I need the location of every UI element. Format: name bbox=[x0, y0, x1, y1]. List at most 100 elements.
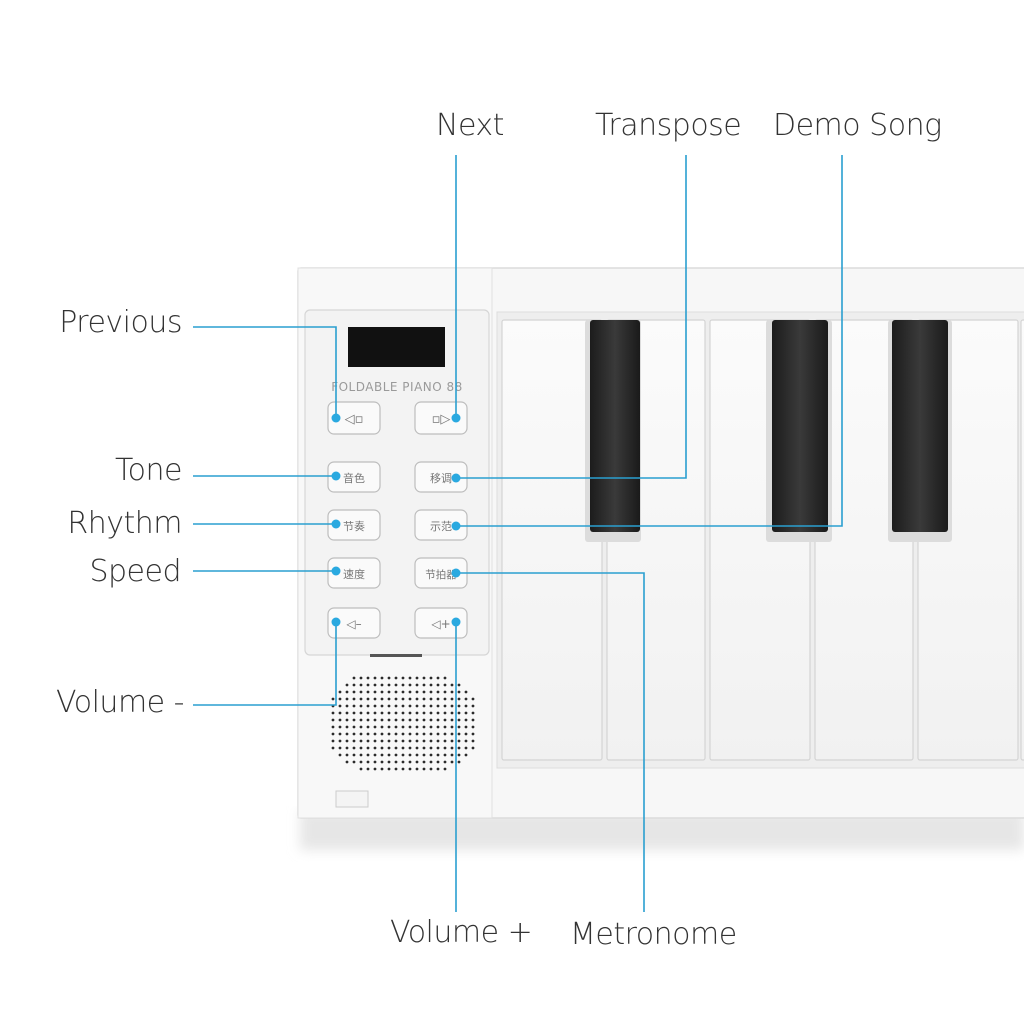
speaker-hole bbox=[331, 725, 335, 729]
callout-metronome bbox=[456, 572, 645, 912]
speaker-hole bbox=[338, 718, 342, 722]
speaker-hole bbox=[429, 704, 433, 708]
speaker-hole bbox=[429, 683, 433, 687]
speaker-hole bbox=[436, 746, 440, 750]
callout-dots bbox=[331, 413, 461, 627]
speaker-hole bbox=[443, 732, 447, 736]
speaker-hole bbox=[338, 725, 342, 729]
speaker-hole bbox=[373, 676, 377, 680]
dot-previous bbox=[331, 413, 341, 423]
speaker-hole bbox=[373, 711, 377, 715]
button-speed[interactable]: 速度 bbox=[327, 557, 381, 589]
speaker-hole bbox=[429, 711, 433, 715]
speaker-hole bbox=[380, 767, 384, 771]
speaker-hole bbox=[373, 767, 377, 771]
speaker-hole bbox=[408, 753, 412, 757]
metronome-button-text: 节拍器 bbox=[425, 568, 457, 581]
volume-minus-icon: ◁– bbox=[345, 617, 361, 631]
speaker-hole bbox=[450, 697, 454, 701]
speaker-hole bbox=[331, 718, 335, 722]
speaker-hole bbox=[394, 683, 398, 687]
black-key[interactable] bbox=[892, 320, 948, 532]
previous-icon: ◁▫ bbox=[345, 412, 364, 427]
speaker-hole bbox=[429, 676, 433, 680]
button-metronome[interactable]: 节拍器 bbox=[414, 557, 468, 589]
speaker-hole bbox=[331, 739, 335, 743]
button-tone[interactable]: 音色 bbox=[327, 461, 381, 493]
speaker-hole bbox=[401, 718, 405, 722]
speaker-hole bbox=[394, 676, 398, 680]
button-demo[interactable]: 示范 bbox=[414, 509, 468, 541]
speaker-hole bbox=[345, 732, 349, 736]
button-next[interactable]: ▫▷ bbox=[414, 401, 468, 435]
button-previous[interactable]: ◁▫ bbox=[327, 401, 381, 435]
speaker-hole bbox=[401, 697, 405, 701]
speaker-hole bbox=[359, 683, 363, 687]
speaker-hole bbox=[436, 697, 440, 701]
speaker-hole bbox=[387, 697, 391, 701]
speaker-hole bbox=[415, 711, 419, 715]
white-key[interactable] bbox=[1020, 319, 1024, 761]
speaker-hole bbox=[331, 746, 335, 750]
speaker-hole bbox=[373, 760, 377, 764]
speaker-hole bbox=[359, 725, 363, 729]
speaker-hole bbox=[387, 676, 391, 680]
speaker-hole bbox=[464, 704, 468, 708]
speaker-hole bbox=[450, 690, 454, 694]
speaker-hole bbox=[331, 711, 335, 715]
speaker-hole bbox=[471, 746, 475, 750]
speaker-hole bbox=[422, 767, 426, 771]
button-volume-plus[interactable]: ◁+ bbox=[414, 607, 468, 639]
speaker-hole bbox=[436, 683, 440, 687]
speaker-hole bbox=[422, 725, 426, 729]
button-volume-minus[interactable]: ◁– bbox=[327, 607, 381, 639]
speaker-hole bbox=[359, 704, 363, 708]
speaker-hole bbox=[415, 718, 419, 722]
speaker-grille bbox=[331, 676, 475, 771]
speaker-hole bbox=[457, 711, 461, 715]
speaker-hole bbox=[338, 753, 342, 757]
speaker-hole bbox=[394, 760, 398, 764]
speaker-hole bbox=[464, 746, 468, 750]
button-rhythm[interactable]: 节奏 bbox=[327, 509, 381, 541]
speaker-hole bbox=[471, 718, 475, 722]
speaker-hole bbox=[394, 718, 398, 722]
speaker-hole bbox=[394, 746, 398, 750]
button-transpose[interactable]: 移调 bbox=[414, 461, 468, 493]
speaker-hole bbox=[387, 753, 391, 757]
speaker-hole bbox=[331, 732, 335, 736]
speaker-hole bbox=[422, 760, 426, 764]
speaker-hole bbox=[338, 704, 342, 708]
speaker-hole bbox=[394, 739, 398, 743]
speaker-hole bbox=[359, 718, 363, 722]
speaker-hole bbox=[387, 767, 391, 771]
speaker-hole bbox=[429, 739, 433, 743]
speaker-hole bbox=[359, 732, 363, 736]
speaker-hole bbox=[345, 704, 349, 708]
black-key[interactable] bbox=[772, 320, 828, 532]
speaker-hole bbox=[443, 767, 447, 771]
speaker-hole bbox=[352, 690, 356, 694]
label-speed: Speed bbox=[89, 554, 181, 589]
speaker-hole bbox=[443, 725, 447, 729]
speaker-hole bbox=[394, 711, 398, 715]
speaker-hole bbox=[464, 739, 468, 743]
black-key[interactable] bbox=[590, 320, 640, 532]
speaker-hole bbox=[380, 690, 384, 694]
speaker-hole bbox=[415, 732, 419, 736]
label-demo-song: Demo Song bbox=[773, 108, 942, 143]
speaker-hole bbox=[345, 718, 349, 722]
speaker-hole bbox=[436, 725, 440, 729]
speaker-hole bbox=[352, 683, 356, 687]
speaker-hole bbox=[366, 725, 370, 729]
speaker-hole bbox=[436, 676, 440, 680]
speaker-hole bbox=[422, 676, 426, 680]
speaker-hole bbox=[422, 718, 426, 722]
speaker-hole bbox=[366, 767, 370, 771]
speaker-hole bbox=[401, 711, 405, 715]
speaker-hole bbox=[380, 753, 384, 757]
speaker-hole bbox=[443, 683, 447, 687]
speaker-hole bbox=[443, 690, 447, 694]
speaker-hole bbox=[429, 753, 433, 757]
